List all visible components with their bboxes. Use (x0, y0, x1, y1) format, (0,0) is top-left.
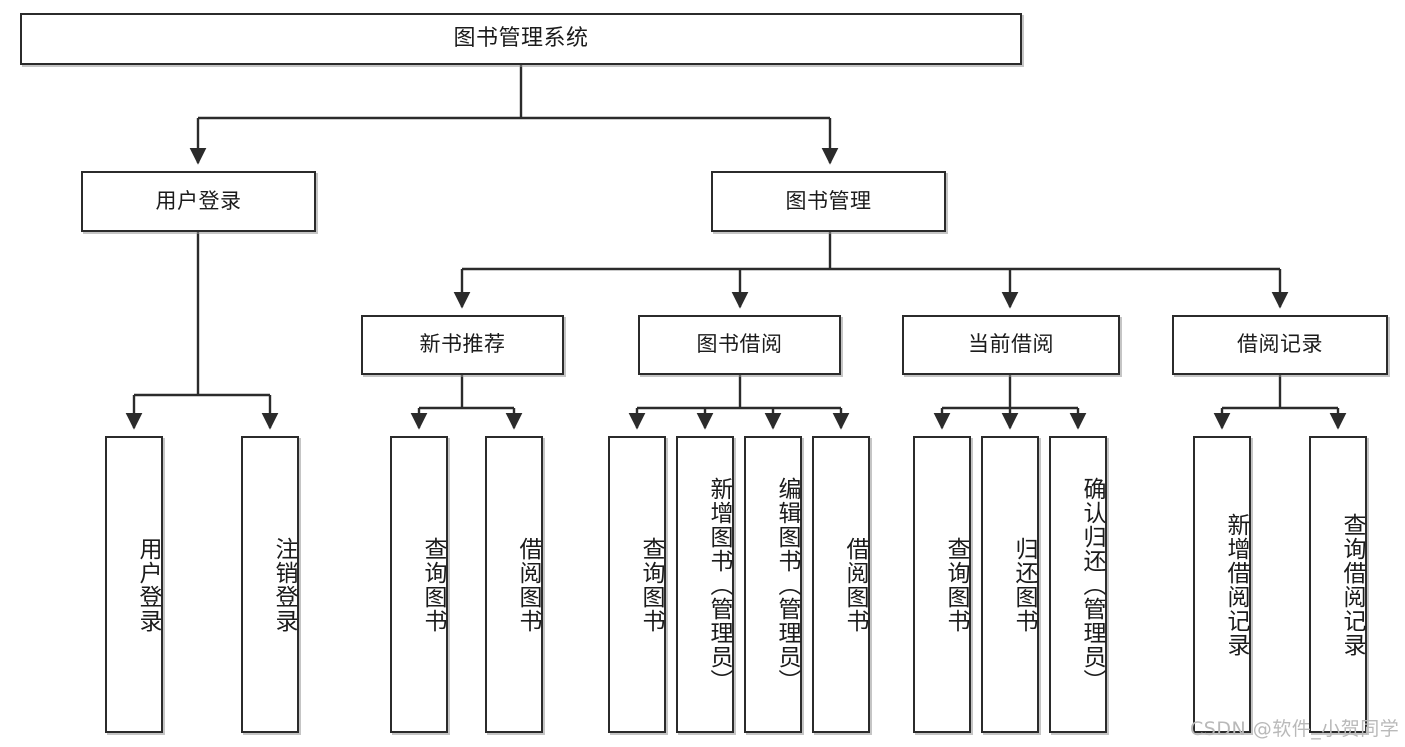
leaf-label: 用户登录 (135, 536, 161, 633)
leaf-recommend-borrow-book[interactable]: 借阅图书 (485, 436, 543, 733)
leaf-label: 新增借阅记录 (1223, 512, 1249, 657)
node-current-borrow[interactable]: 当前借阅 (902, 315, 1120, 375)
node-borrow-record-label: 借阅记录 (1237, 332, 1323, 357)
node-book-management-label: 图书管理 (785, 188, 872, 213)
leaf-recommend-query-book[interactable]: 查询图书 (390, 436, 448, 733)
leaf-borrow-borrow-book[interactable]: 借阅图书 (812, 436, 870, 733)
leaf-current-confirm-return[interactable]: 确认归还（管理员） (1049, 436, 1107, 733)
leaf-label: 查询图书 (420, 536, 446, 633)
leaf-label: 确认归还（管理员） (1079, 476, 1105, 693)
leaf-record-query-record[interactable]: 查询借阅记录 (1309, 436, 1367, 733)
leaf-label: 注销登录 (271, 536, 297, 633)
node-book-management[interactable]: 图书管理 (711, 171, 946, 232)
leaf-label: 查询借阅记录 (1339, 512, 1365, 657)
leaf-record-add-record[interactable]: 新增借阅记录 (1193, 436, 1251, 733)
node-root-label: 图书管理系统 (453, 25, 589, 51)
leaf-label: 查询图书 (943, 536, 969, 633)
leaf-label: 新增图书（管理员） (706, 476, 732, 693)
node-root[interactable]: 图书管理系统 (20, 13, 1022, 65)
node-user-login-label: 用户登录 (155, 188, 242, 213)
leaf-current-query-book[interactable]: 查询图书 (913, 436, 971, 733)
csdn-watermark: CSDN @软件_小贺同学 (1190, 718, 1400, 740)
leaf-current-return-book[interactable]: 归还图书 (981, 436, 1039, 733)
node-new-book-recommend-label: 新书推荐 (419, 332, 506, 357)
node-book-borrow[interactable]: 图书借阅 (638, 315, 841, 375)
leaf-borrow-edit-book[interactable]: 编辑图书（管理员） (744, 436, 802, 733)
leaf-label: 查询图书 (638, 536, 664, 633)
leaf-borrow-add-book[interactable]: 新增图书（管理员） (676, 436, 734, 733)
leaf-label: 归还图书 (1011, 536, 1037, 633)
leaf-user-login-logout[interactable]: 注销登录 (241, 436, 299, 733)
leaf-label: 编辑图书（管理员） (774, 476, 800, 693)
leaf-user-login-login[interactable]: 用户登录 (105, 436, 163, 733)
node-new-book-recommend[interactable]: 新书推荐 (361, 315, 564, 375)
leaf-borrow-query-book[interactable]: 查询图书 (608, 436, 666, 733)
node-current-borrow-label: 当前借阅 (968, 332, 1054, 357)
node-book-borrow-label: 图书借阅 (696, 332, 783, 357)
leaf-label: 借阅图书 (842, 536, 868, 633)
node-borrow-record[interactable]: 借阅记录 (1172, 315, 1388, 375)
node-user-login[interactable]: 用户登录 (81, 171, 316, 232)
leaf-label: 借阅图书 (515, 536, 541, 633)
